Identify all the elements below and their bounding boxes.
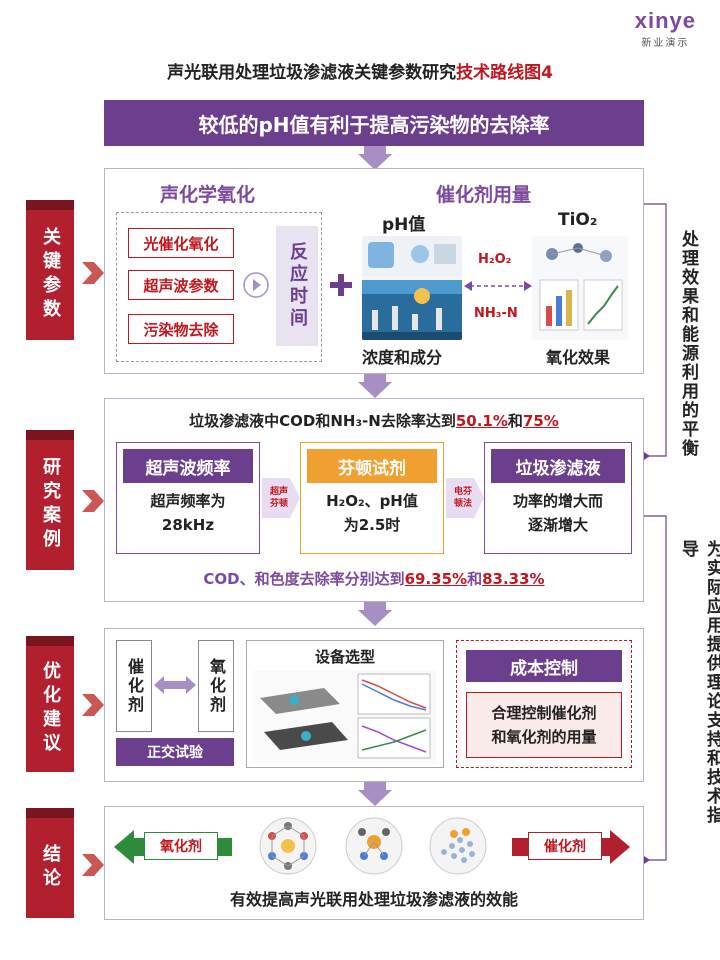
cost-body-line1: 合理控制催化剂 (491, 704, 597, 722)
orthogonal-test-badge: 正交试验 (116, 738, 234, 766)
side-label-cap (26, 636, 74, 646)
ph-label: pH值 (382, 215, 426, 235)
arrow2-line2: 顿法 (453, 499, 472, 509)
right-label-balance: 处理效果和能源利用的平衡 (678, 230, 698, 458)
conclusion-text: 有效提高声光联用处理垃圾渗滤液的效能 (229, 890, 518, 909)
case-top-prefix: 垃圾渗滤液中COD和NH₃-N去除率达到 (189, 412, 456, 430)
oxidant-label: 氧化剂 (207, 657, 226, 715)
equipment-selection-box (246, 640, 444, 768)
right-arrow-icon (82, 854, 104, 876)
cost-control-body: 合理控制催化剂 和氧化剂的用量 (466, 692, 622, 758)
caption-concentration: 浓度和成分 (362, 348, 443, 367)
right-bracket-lines (644, 203, 667, 864)
down-arrow-icon (358, 602, 392, 626)
molecule-cluster-icon (345, 817, 403, 875)
arrow2-label: 电芬 顿法 (448, 486, 478, 510)
box-ultrasonic-head: 超声波频率 (123, 449, 253, 483)
right-arrow-icon (82, 262, 104, 284)
double-arrow-icon (464, 281, 532, 291)
tag-catalyst: 催化剂 (528, 832, 602, 860)
case-top-value-1: 50.1% (455, 412, 508, 430)
arrow2-line1: 电芬 (453, 487, 472, 497)
case-bottom-text: COD、和色度去除率分别达到69.35%和83.33% (104, 568, 644, 589)
box-ultrasonic-frequency: 超声波频率 超声频率为 28kHz (116, 442, 260, 554)
down-arrow-icon (358, 374, 392, 398)
lattice-icon (429, 817, 487, 875)
oxidant-box: 氧化剂 (198, 640, 234, 732)
side-label-cap (26, 200, 74, 210)
box-fenton-body-1: H₂O₂、pH值 (326, 492, 418, 510)
catalyst-dosage-title: 催化剂用量 (436, 184, 532, 206)
box-landfill-leachate: 垃圾渗滤液 功率的增大而 逐渐增大 (484, 442, 632, 554)
right-arrow-icon (82, 490, 104, 512)
page-title: 声光联用处理垃圾渗滤液关键参数研究技术路线图4 (0, 58, 720, 83)
side-label-optimization: 优化建议 (26, 646, 74, 772)
case-bottom-prefix: COD、和色度去除率分别达到 (203, 570, 405, 588)
side-label-cap (26, 808, 74, 818)
right-label-theory-support: 为实际应用提供理论支持和技术指导 (678, 540, 720, 825)
headline-banner: 较低的pH值有利于提高污染物的去除率 (104, 100, 644, 146)
case-bottom-mid: 和 (467, 570, 483, 588)
brand-logo: xinye 新业演示 (635, 8, 696, 49)
logo-word: xinye (634, 8, 696, 33)
down-arrow-icon (358, 782, 392, 806)
tio2-label: TiO₂ (558, 210, 598, 230)
water-treatment-illustration (362, 236, 462, 340)
catalyst-box: 催化剂 (116, 640, 152, 732)
case-top-mid: 和 (507, 412, 523, 430)
side-label-key-params: 关键参数 (26, 210, 74, 340)
case-bottom-value-1: 69.35% (404, 570, 468, 588)
box-ultrasonic-body-1: 超声频率为 (150, 492, 226, 510)
box-fenton-reagent: 芬顿试剂 H₂O₂、pH值 为2.5时 (300, 442, 444, 554)
double-arrow-icon (154, 676, 196, 694)
side-label-conclusion: 结论 (26, 818, 74, 918)
item-pollutant-removal: 污染物去除 (128, 314, 234, 344)
logo-subtitle: 新业演示 (641, 38, 690, 49)
tag-oxidant: 氧化剂 (144, 832, 218, 860)
item-photocatalytic: 光催化氧化 (128, 228, 234, 258)
sonochem-dashed-box (116, 212, 322, 362)
arrow1-label: 超声 芬顿 (264, 486, 294, 510)
arrow1-line1: 超声 (269, 487, 288, 497)
nh3n-label: NH₃-N (474, 306, 518, 321)
side-label-case-study: 研究案例 (26, 440, 74, 570)
catalyst-label: 催化剂 (125, 657, 144, 715)
arrow1-line2: 芬顿 (269, 499, 288, 509)
equipment-title: 设备选型 (314, 648, 375, 666)
title-main: 声光联用处理垃圾渗滤液关键参数研究 (167, 63, 457, 83)
box-leachate-body-1: 功率的增大而 (512, 492, 603, 510)
cost-body-line2: 和氧化剂的用量 (491, 728, 597, 746)
side-label-cap (26, 430, 74, 440)
down-arrow-icon (358, 146, 392, 170)
chevron-arrow-icon (446, 478, 484, 518)
chevron-arrow-icon (262, 478, 300, 518)
sonochem-title: 声化学氧化 (160, 184, 256, 206)
right-arrow-icon (82, 694, 104, 716)
section-case-study (104, 398, 644, 602)
equipment-illustration (254, 670, 436, 762)
h2o2-label: H₂O₂ (478, 252, 512, 267)
oxidation-chart-illustration (532, 236, 628, 340)
box-ultrasonic-body-2: 28kHz (161, 516, 215, 534)
chevron-right-icon (243, 272, 269, 298)
cost-control-head: 成本控制 (466, 650, 622, 682)
cost-control-box (456, 640, 632, 768)
item-ultrasonic: 超声波参数 (128, 270, 234, 300)
caption-oxidation-effect: 氧化效果 (546, 348, 611, 367)
box-leachate-body-2: 逐渐增大 (527, 516, 588, 534)
case-bottom-value-2: 83.33% (482, 570, 545, 588)
plus-icon (330, 274, 352, 296)
title-highlight: 技术路线图4 (456, 63, 553, 83)
molecule-ring-icon (259, 817, 317, 875)
reaction-time-box: 反应时间 (276, 226, 318, 346)
box-fenton-head: 芬顿试剂 (307, 449, 437, 483)
box-leachate-head: 垃圾渗滤液 (491, 449, 625, 483)
case-top-value-2: 75% (522, 412, 559, 430)
box-fenton-body-2: 为2.5时 (343, 516, 401, 534)
reaction-time-label: 反应时间 (287, 242, 308, 330)
case-top-text: 垃圾渗滤液中COD和NH₃-N去除率达到50.1%和75% (104, 410, 644, 431)
